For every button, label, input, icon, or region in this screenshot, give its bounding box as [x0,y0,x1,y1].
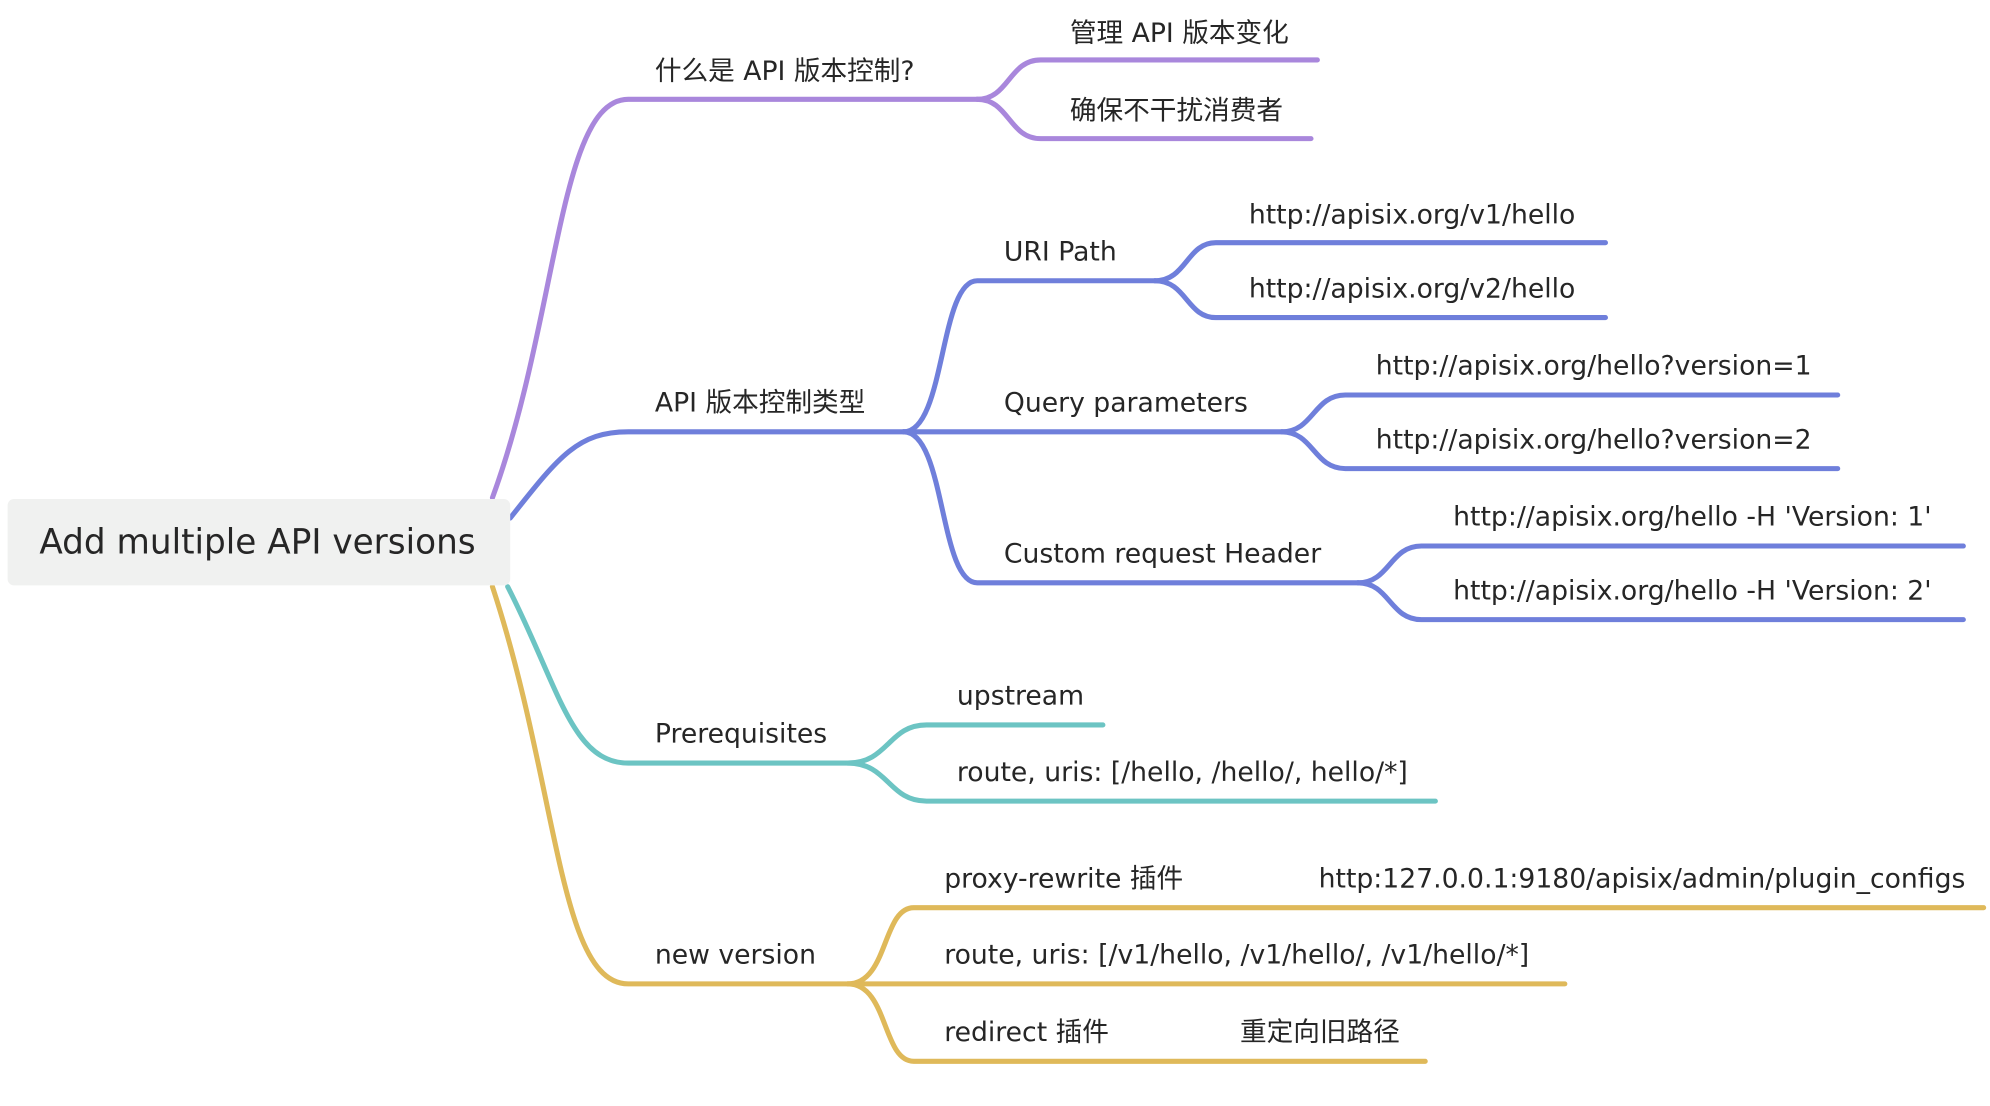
connector [974,57,1320,102]
connector [489,96,980,501]
root-node[interactable]: Add multiple API versions [7,499,511,586]
root-node-box [7,499,511,586]
node-label[interactable]: http://apisix.org/hello -H 'Version: 2' [1453,575,1931,606]
connector [845,905,1987,987]
connector [901,429,1361,586]
connector [1152,278,1608,321]
node-label[interactable]: Prerequisites [655,719,827,750]
node-label[interactable]: API 版本控制类型 [655,387,865,418]
branch-new-version: new version proxy-rewrite 插件 http:127.0.… [489,584,1987,1064]
node-label[interactable]: proxy-rewrite 插件 [944,863,1183,894]
node-label[interactable]: redirect 插件 [944,1017,1109,1048]
node-label[interactable]: http://apisix.org/v2/hello [1249,273,1576,304]
node-label[interactable]: new version [655,940,816,971]
connector [1355,580,1966,623]
node-label[interactable]: 什么是 API 版本控制? [655,56,915,87]
node-label[interactable]: Custom request Header [1004,539,1321,570]
node-label[interactable]: route, uris: [/hello, /hello/, hello/*] [957,757,1408,788]
connector [1279,429,1841,472]
connector [974,96,1314,142]
node-label[interactable]: 确保不干扰消费者 [1070,96,1283,127]
connector [845,760,1438,804]
connector [1152,240,1608,284]
connector [1279,392,1841,435]
connector [507,429,907,521]
branch-prerequisites: Prerequisites upstream route, uris: [/he… [505,584,1438,804]
connector [1355,543,1966,586]
node-label[interactable]: upstream [957,681,1084,712]
connector [901,278,1158,435]
node-label[interactable]: 管理 API 版本变化 [1070,18,1289,49]
node-label[interactable]: http://apisix.org/hello?version=1 [1376,351,1812,382]
node-note[interactable]: http:127.0.0.1:9180/apisix/admin/plugin_… [1319,863,1966,894]
root-node-label: Add multiple API versions [39,523,475,563]
node-label[interactable]: Query parameters [1004,387,1248,418]
node-label[interactable]: http://apisix.org/hello -H 'Version: 1' [1453,502,1931,533]
node-label[interactable]: http://apisix.org/hello?version=2 [1376,424,1812,455]
node-label[interactable]: route, uris: [/v1/hello, /v1/hello/, /v1… [944,940,1529,971]
connector [505,584,851,766]
connector [489,584,851,987]
node-note[interactable]: 重定向旧路径 [1240,1017,1400,1048]
branch-what-is-versioning: 什么是 API 版本控制? 管理 API 版本变化 确保不干扰消费者 [489,18,1320,501]
node-label[interactable]: URI Path [1004,236,1117,267]
connector [845,981,1428,1064]
node-label[interactable]: http://apisix.org/v1/hello [1249,200,1576,231]
branch-versioning-types: API 版本控制类型 URI Path Query parameters Cus… [507,200,1966,623]
connector [845,722,1106,766]
